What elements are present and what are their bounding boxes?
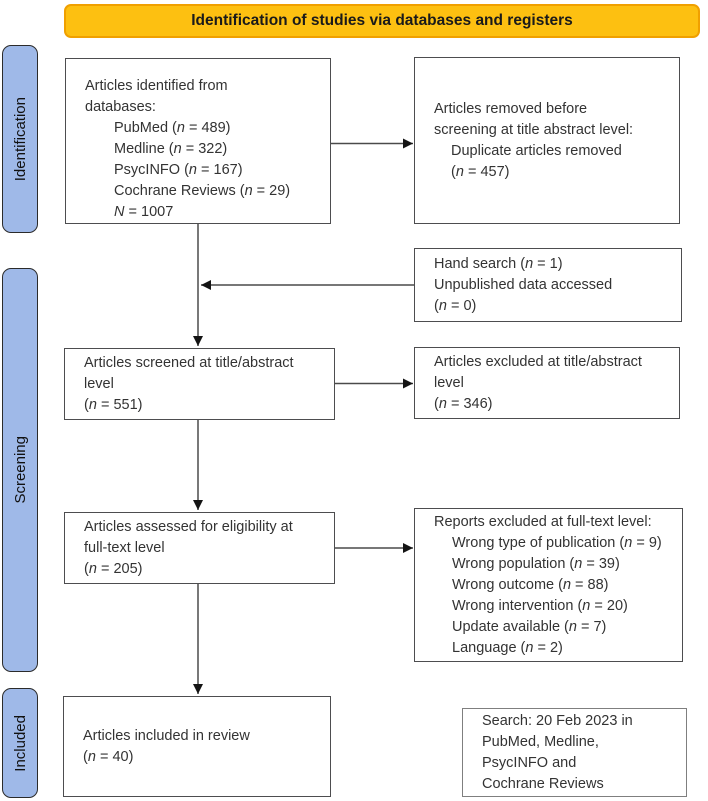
box-excluded-full-text: Reports excluded at full-text level:Wron… (414, 508, 683, 662)
stage-label-screening-text: Screening (11, 436, 29, 504)
stage-label-screening: Screening (2, 268, 38, 672)
stage-label-included-text: Included (11, 714, 29, 772)
banner-identification-of-studies: Identification of studies via databases … (64, 4, 700, 38)
box-articles-included: Articles included in review(n = 40) (63, 696, 331, 797)
stage-label-identification-text: Identification (11, 96, 29, 182)
stage-label-identification: Identification (2, 45, 38, 233)
box-articles-included-text: Articles included in review(n = 40) (83, 727, 250, 765)
banner-label: Identification of studies via databases … (191, 12, 573, 29)
stage-label-included: Included (2, 688, 38, 798)
box-excluded-full-text-text: Reports excluded at full-text level:Wron… (434, 513, 662, 656)
box-hand-search: Hand search (n = 1)Unpublished data acce… (414, 248, 682, 322)
box-hand-search-text: Hand search (n = 1)Unpublished data acce… (434, 255, 613, 314)
